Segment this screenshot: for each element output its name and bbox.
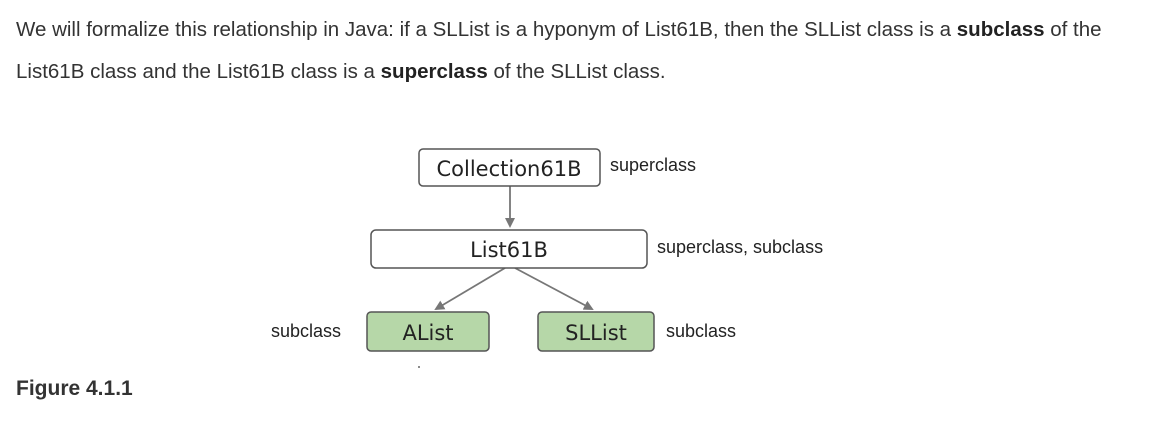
label-list-superclass-subclass: superclass, subclass [657, 237, 823, 257]
paragraph-text-2: of the List61B class and the List61B cla… [16, 18, 1102, 83]
node-sllist-label: SLList [565, 321, 627, 345]
node-sllist: SLList [537, 311, 655, 352]
node-list61b-label: List61B [470, 238, 548, 262]
stray-dot [418, 366, 420, 368]
label-alist-subclass: subclass [271, 321, 341, 341]
arrow-list-to-alist [434, 267, 506, 311]
paragraph-text-3: of the SLList class. [487, 60, 666, 83]
label-collection-superclass: superclass [610, 155, 696, 175]
figure-caption: Figure 4.1.1 [16, 377, 133, 400]
paragraph-text-1: We will formalize this relationship in J… [16, 18, 957, 41]
label-sllist-subclass: subclass [666, 321, 736, 341]
node-alist-label: AList [402, 321, 453, 345]
arrow-list-to-sllist [514, 267, 594, 310]
node-alist: AList [366, 311, 490, 352]
node-collection61b-label: Collection61B [436, 157, 581, 181]
node-list61b: List61B [370, 229, 648, 269]
intro-paragraph: We will formalize this relationship in J… [16, 9, 1156, 93]
paragraph-bold-subclass: subclass [956, 18, 1045, 41]
node-collection61b: Collection61B [418, 148, 601, 187]
paragraph-bold-superclass: superclass [380, 60, 488, 83]
